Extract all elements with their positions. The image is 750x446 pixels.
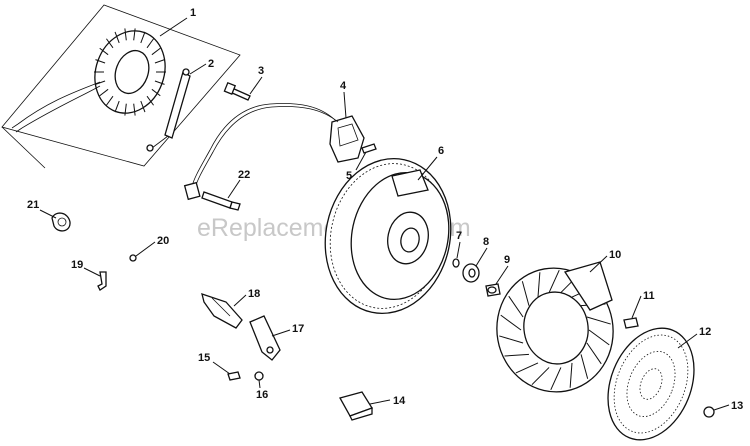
- callout-10: 10: [609, 249, 621, 261]
- screw-part-5: [361, 143, 377, 154]
- callout-2: 2: [208, 58, 214, 70]
- flywheel-part: [324, 157, 452, 315]
- leader-12: [677, 333, 698, 349]
- rectifier-part: [339, 391, 373, 421]
- bracket-part-18: [201, 293, 243, 329]
- callout-4: 4: [340, 80, 347, 92]
- bracket-part-17: [249, 315, 281, 361]
- diode-lead-part: [146, 68, 191, 152]
- leader-5: [355, 151, 367, 171]
- leader-13: [713, 404, 730, 411]
- nut-part-16: [254, 371, 264, 381]
- leader-7: [456, 241, 461, 259]
- callout-labels: 1 2 3 4 5 6 7 8 9 10 11 12 13 14 15 16 1…: [27, 7, 743, 412]
- screw-part-11: [623, 317, 639, 329]
- leader-17: [271, 329, 291, 337]
- stator-part: [1, 4, 241, 169]
- callout-1: 1: [190, 7, 196, 19]
- leader-22: [227, 179, 241, 199]
- callout-8: 8: [483, 236, 489, 248]
- callout-12: 12: [699, 326, 711, 338]
- leader-6: [417, 156, 438, 181]
- callout-21: 21: [27, 199, 39, 211]
- leader-8: [475, 247, 488, 267]
- callout-20: 20: [157, 235, 169, 247]
- callout-17: 17: [292, 323, 304, 335]
- callout-5: 5: [346, 170, 352, 182]
- key-part-7: [452, 258, 460, 268]
- callout-16: 16: [256, 389, 268, 401]
- clamp-part-21: [51, 212, 71, 232]
- callout-19: 19: [71, 259, 83, 271]
- callout-14: 14: [393, 395, 406, 407]
- callout-11: 11: [643, 290, 655, 302]
- callout-7: 7: [456, 230, 462, 242]
- leader-20: [135, 241, 156, 257]
- callout-15: 15: [198, 352, 210, 364]
- leader-4: [343, 91, 347, 119]
- leader-10: [589, 255, 608, 273]
- leader-14: [369, 399, 391, 405]
- callout-9: 9: [504, 254, 510, 266]
- fan-part: [496, 261, 614, 393]
- spark-plug-part: [201, 191, 241, 211]
- washer-part: [462, 263, 480, 283]
- leader-9: [495, 265, 509, 285]
- leader-18: [233, 294, 247, 307]
- callout-13: 13: [731, 400, 743, 412]
- leader-21: [39, 209, 57, 219]
- leader-16: [258, 379, 261, 389]
- leader-11: [631, 295, 642, 319]
- screw-part-15: [227, 371, 241, 381]
- nut-part-13: [703, 406, 715, 418]
- ignition-module-part: [183, 103, 365, 201]
- nut-part-20: [129, 254, 137, 262]
- screen-part: [607, 327, 695, 441]
- leader-19: [83, 267, 101, 277]
- leader-15: [212, 361, 231, 375]
- leader-3: [249, 76, 263, 95]
- leader-2: [189, 63, 207, 75]
- clip-part-19: [97, 271, 107, 291]
- screw-part-3: [223, 81, 251, 101]
- callout-3: 3: [258, 65, 264, 77]
- callout-22: 22: [238, 169, 250, 181]
- callout-6: 6: [438, 145, 444, 157]
- callout-18: 18: [248, 288, 260, 300]
- bolt-part-9: [485, 283, 501, 297]
- leader-1: [159, 17, 188, 37]
- leader-lines: [39, 17, 730, 411]
